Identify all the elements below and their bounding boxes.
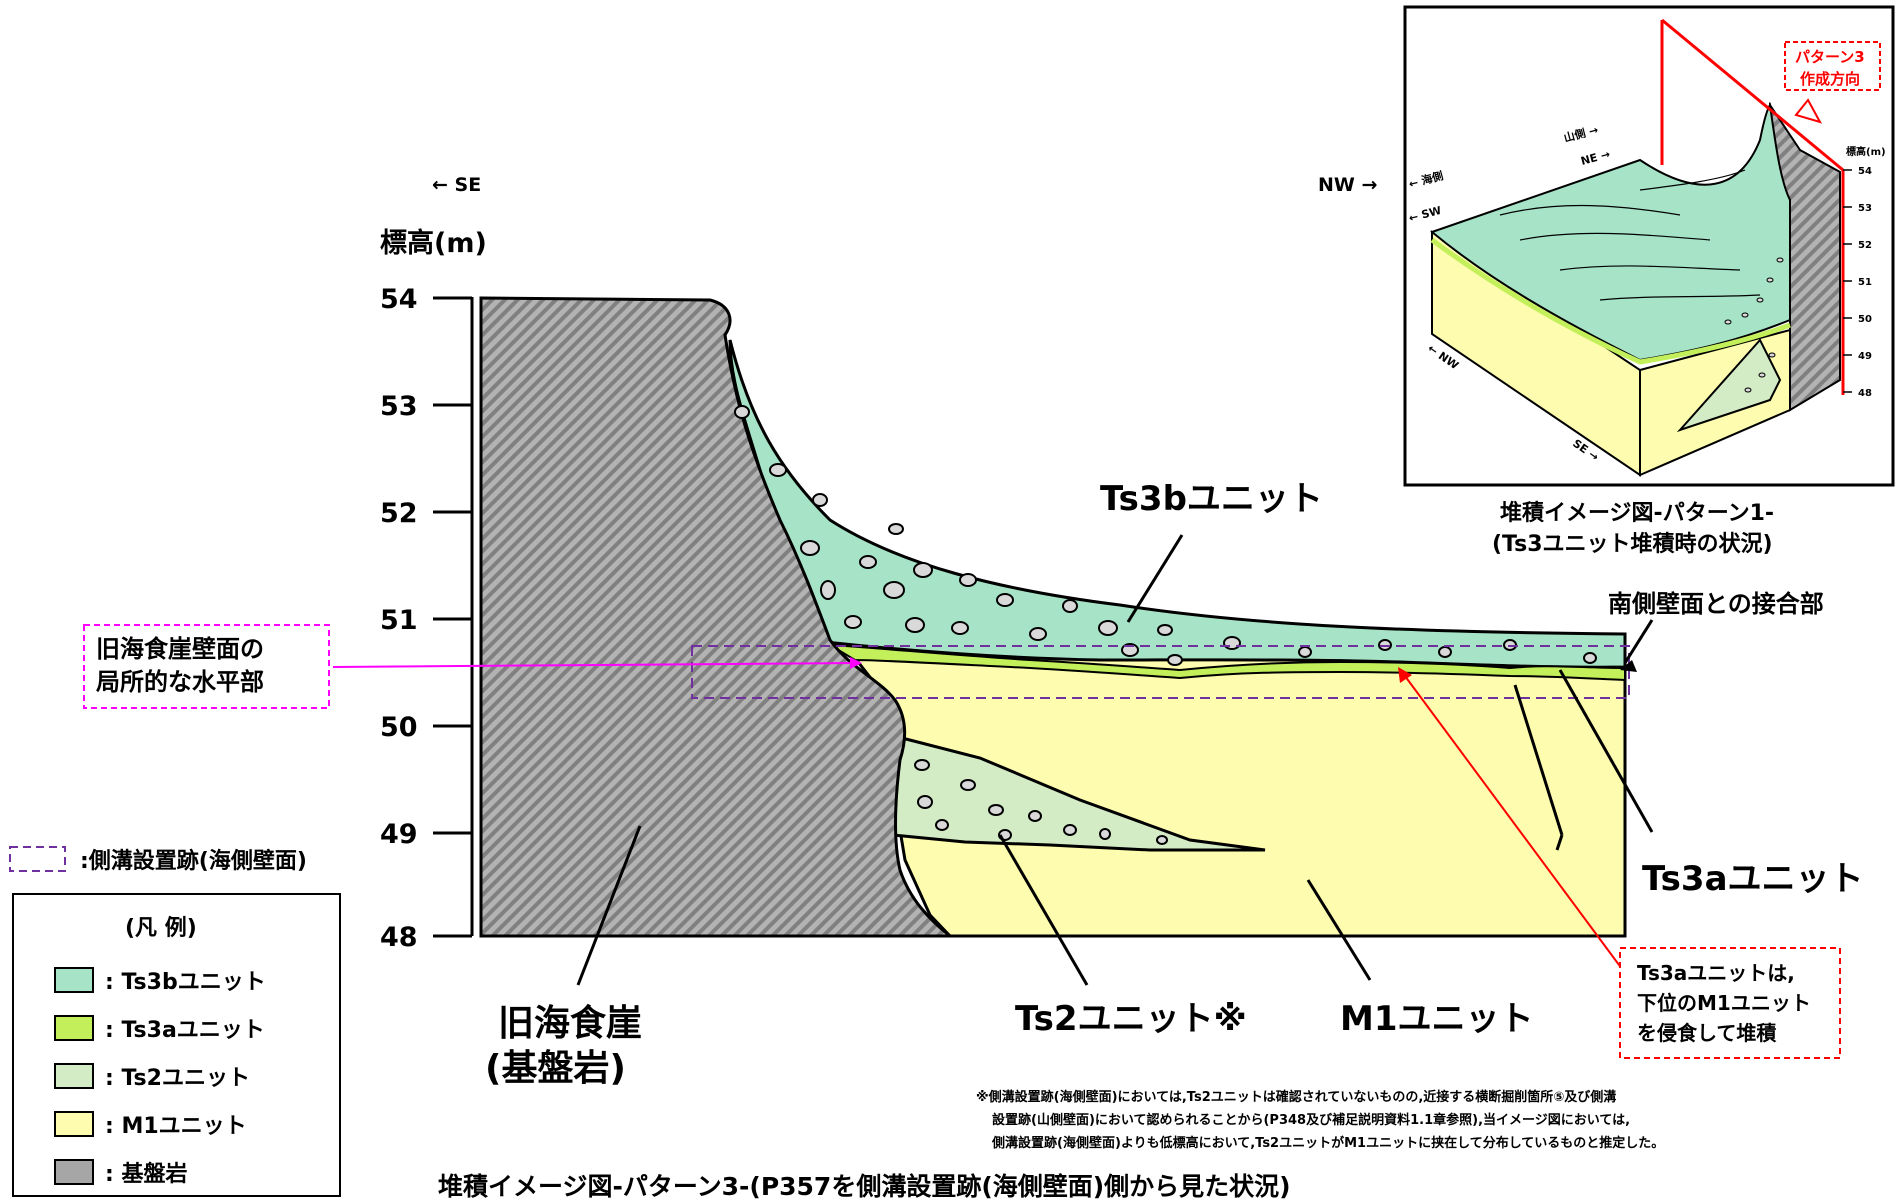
inset-elev-ticks bbox=[1843, 169, 1852, 393]
y-axis-label: 標高(m) bbox=[380, 227, 487, 259]
inset-ts2-lens bbox=[1676, 338, 1782, 433]
tick-48: 48 bbox=[380, 922, 418, 953]
ts2-label: Ts2ユニット※ bbox=[1015, 999, 1247, 1039]
south-wall-arrowhead bbox=[1620, 660, 1637, 672]
legend-swatch-ts2 bbox=[54, 1063, 94, 1089]
main-caption: 堆積イメージ図-パターン3-(P357を側溝設置跡(海側壁面)側から見た状況) bbox=[438, 1172, 1291, 1201]
gutter-trace-box bbox=[691, 645, 1630, 699]
horizontal-part-leader bbox=[332, 662, 861, 668]
legend-label-m1: : M1ユニット bbox=[105, 1114, 247, 1139]
inset-ts3a-line bbox=[1430, 237, 1791, 365]
ts3a-label: Ts3aユニット bbox=[1642, 859, 1864, 899]
inset-pattern-line1: パターン3 bbox=[1795, 48, 1865, 66]
legend-label-ts3b: : Ts3bユニット bbox=[105, 970, 266, 995]
erosion-line3: を侵食して堆積 bbox=[1637, 1021, 1777, 1045]
inset-elev-51: 51 bbox=[1858, 277, 1872, 288]
ts3b-label: Ts3bユニット bbox=[1100, 479, 1323, 519]
tick-52: 52 bbox=[380, 498, 418, 529]
note-line2: 設置跡(山側壁面)において認められることから(P348及び補足説明資料1.1章参… bbox=[992, 1112, 1630, 1128]
inset-pattern-box bbox=[1784, 41, 1881, 91]
erosion-line2: 下位のM1ユニット bbox=[1637, 991, 1811, 1015]
erosion-arrowhead bbox=[1398, 667, 1412, 683]
note-line3: 側溝設置跡(海側壁面)よりも低標高において,Ts2ユニットがM1ユニットに挟在し… bbox=[991, 1135, 1664, 1151]
legend-swatch-ts3b bbox=[54, 967, 94, 993]
nw-direction-label: NW → bbox=[1318, 174, 1377, 196]
bedrock-label-line2: (基盤岩) bbox=[485, 1048, 626, 1089]
inset-elev-53: 53 bbox=[1858, 203, 1872, 214]
horizontal-part-line1: 旧海食崖壁面の bbox=[96, 635, 264, 663]
inset-elev-48: 48 bbox=[1858, 388, 1872, 399]
tick-53: 53 bbox=[380, 391, 418, 422]
legend-title: (凡 例) bbox=[125, 916, 197, 941]
tick-49: 49 bbox=[380, 819, 418, 850]
inset-surface-lines bbox=[1499, 169, 1761, 301]
south-wall-label: 南側壁面との接合部 bbox=[1608, 590, 1824, 618]
note-line1: ※側溝設置跡(海側壁面)においては,Ts2ユニットは確認されていないものの,近接… bbox=[976, 1089, 1616, 1105]
inset-elev-title: 標高(m) bbox=[1846, 145, 1886, 158]
ts3a-unit-layer bbox=[829, 644, 1626, 682]
inset-elev-49: 49 bbox=[1858, 351, 1872, 362]
horizontal-part-box bbox=[83, 624, 330, 709]
m1-label: M1ユニット bbox=[1340, 999, 1534, 1039]
se-direction-label: ← SE bbox=[432, 174, 481, 196]
bedrock-label-line1: 旧海食崖 bbox=[498, 1003, 642, 1044]
inset-elev-52: 52 bbox=[1858, 240, 1872, 251]
horizontal-part-line2: 局所的な水平部 bbox=[96, 668, 264, 696]
legend-swatch-ts3a bbox=[54, 1015, 94, 1041]
legend-label-bedrock: : 基盤岩 bbox=[105, 1161, 187, 1187]
inset-pattern-line2: 作成方向 bbox=[1800, 70, 1860, 88]
legend-label-ts3a: : Ts3aユニット bbox=[105, 1018, 265, 1043]
inset-caption-line1: 堆積イメージ図-パターン1- bbox=[1500, 501, 1774, 526]
inset-pebbles bbox=[1724, 257, 1784, 393]
leader-lines bbox=[576, 534, 1654, 986]
gutter-legend-swatch bbox=[9, 846, 66, 872]
inset-elev-54: 54 bbox=[1858, 166, 1872, 177]
gutter-legend-label: :側溝設置跡(海側壁面) bbox=[80, 848, 307, 874]
tick-54: 54 bbox=[380, 284, 418, 315]
legend-box bbox=[12, 893, 341, 1197]
legend-swatch-m1 bbox=[54, 1111, 94, 1137]
y-axis bbox=[433, 296, 474, 938]
erosion-line1: Ts3aユニットは, bbox=[1637, 961, 1795, 985]
erosion-leader bbox=[1401, 671, 1626, 974]
tick-51: 51 bbox=[380, 605, 418, 636]
inset-direction-arrow bbox=[1794, 98, 1823, 124]
legend-label-ts2: : Ts2ユニット bbox=[105, 1066, 250, 1091]
inset-elev-50: 50 bbox=[1858, 314, 1872, 325]
horizontal-part-arrowhead bbox=[850, 657, 862, 669]
ts2-pebbles bbox=[914, 759, 1168, 845]
inset-caption-line2: (Ts3ユニット堆積時の状況) bbox=[1492, 532, 1773, 557]
legend-swatch-bedrock bbox=[54, 1159, 94, 1185]
erosion-box bbox=[1619, 947, 1841, 1059]
tick-50: 50 bbox=[380, 712, 418, 743]
